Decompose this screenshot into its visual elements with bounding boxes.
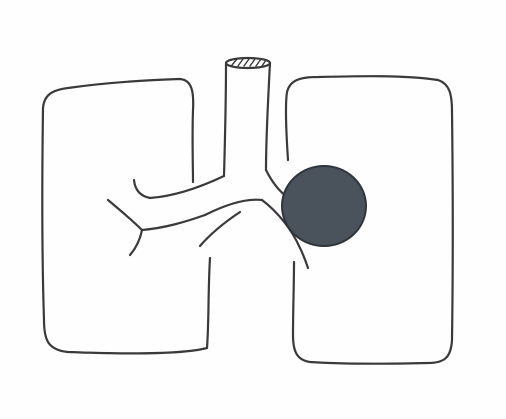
right-lung-outline [284,75,454,365]
left-bronchus-inner-edge [198,210,242,248]
left-lung-outline [41,77,212,355]
left-bronchus-upper-edge [132,174,226,200]
trachea-right-wall [264,61,272,172]
right-bronchus-upper-edge [264,168,288,198]
trachea-opening [224,56,272,70]
trachea-opening-rings [231,58,267,67]
right-bronchus-lower-edge [260,198,310,270]
trachea-left-wall [222,62,228,178]
left-bronchus-branch [106,198,144,257]
tumor-mass [281,165,367,247]
carina-edge [140,198,264,232]
